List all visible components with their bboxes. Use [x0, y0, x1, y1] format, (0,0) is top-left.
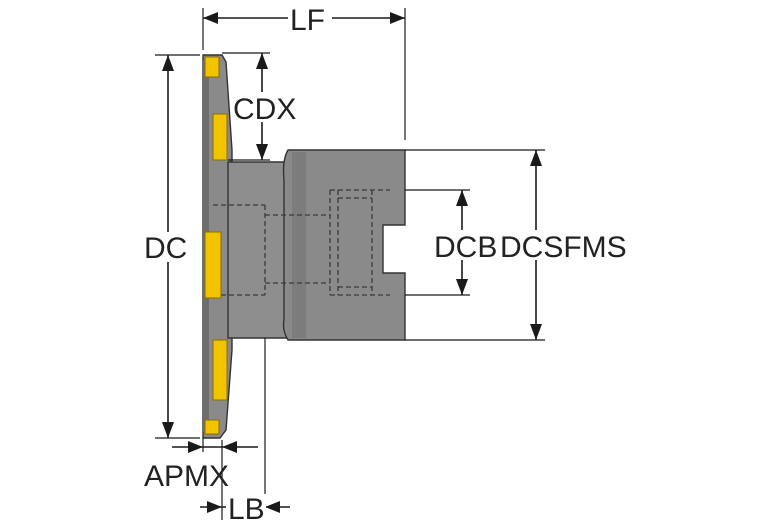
lf-arrow-left [203, 12, 218, 24]
apmx-label: APMX [144, 460, 229, 493]
dcb-arrow-bottom [456, 279, 468, 295]
dc-arrow-bottom [162, 422, 174, 438]
hub-shade [292, 152, 306, 338]
cutter-neck [227, 161, 292, 339]
insert-upper [212, 113, 228, 161]
dcsfms-arrow-top [530, 150, 542, 166]
cutting-inserts [204, 56, 228, 435]
cdx-label: CDX [233, 93, 296, 126]
lb-arrow-right [265, 501, 280, 513]
lf-label: LF [290, 4, 325, 37]
dimension-labels: LF CDX DC DCB DCSFMS APMX LB [142, 2, 627, 523]
dcsfms-label: DCSFMS [500, 231, 627, 264]
dcb-arrow-top [456, 190, 468, 206]
lb-label: LB [228, 493, 265, 523]
insert-bottom [204, 419, 220, 435]
insert-middle [204, 231, 222, 299]
extension-lines [155, 8, 545, 520]
insert-top [204, 56, 220, 78]
dc-label: DC [144, 232, 187, 265]
lb-arrow-left [207, 501, 222, 513]
lf-arrow-right [390, 12, 405, 24]
dcb-label: DCB [434, 231, 497, 264]
hidden-bore-lines [213, 189, 390, 296]
apmx-arrow-right [222, 441, 237, 453]
cutter-hub [282, 149, 406, 341]
cdx-arrow-top [256, 53, 268, 69]
insert-lower [212, 339, 228, 401]
dcsfms-arrow-bottom [530, 324, 542, 340]
dc-arrow-top [162, 55, 174, 71]
apmx-arrow-left [188, 441, 203, 453]
cdx-arrow-bottom [256, 144, 268, 160]
